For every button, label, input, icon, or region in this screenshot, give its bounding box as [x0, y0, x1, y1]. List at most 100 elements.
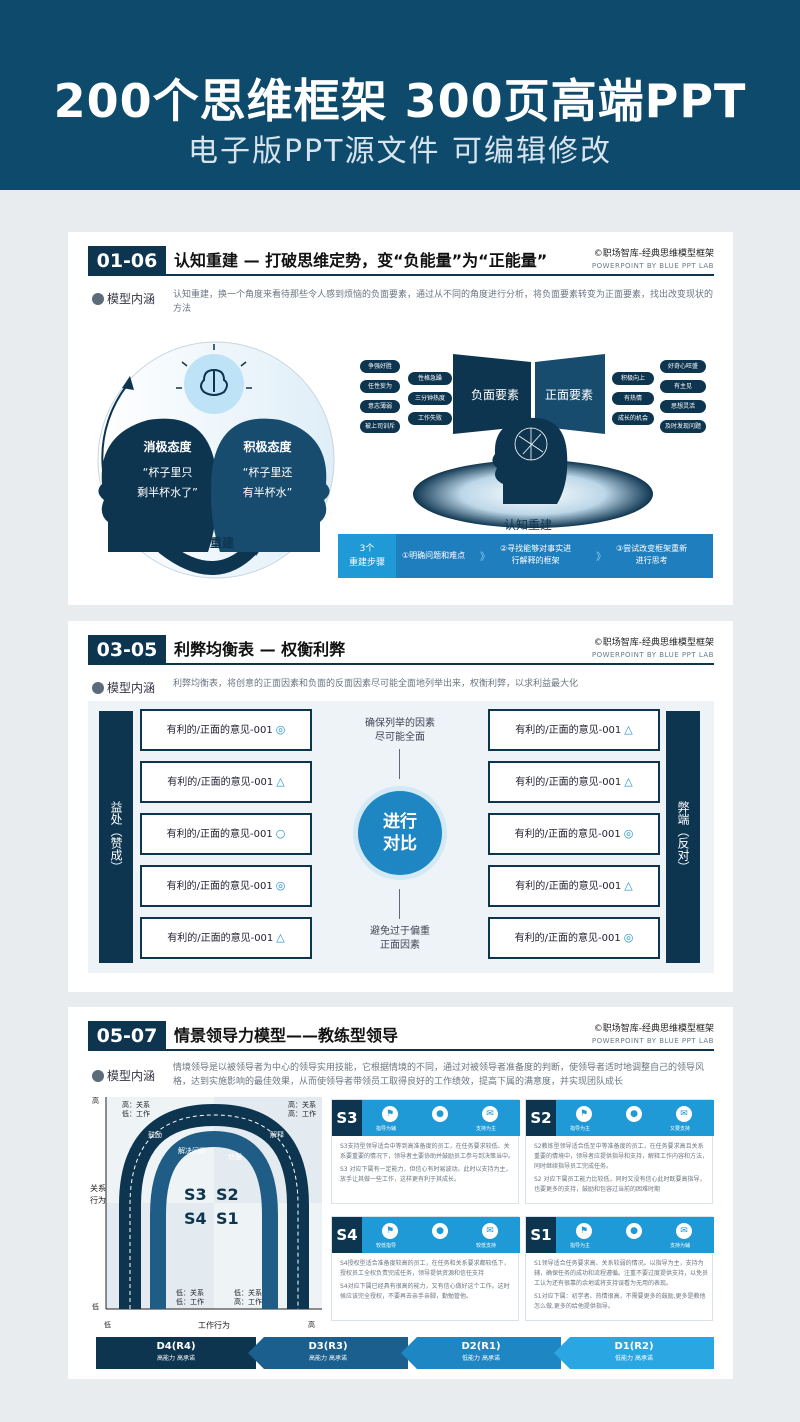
model-label: 模型内涵	[92, 679, 155, 696]
y-low: 低	[92, 1303, 99, 1311]
model-description: 认知重建，换一个角度来看待那些令人感到烦恼的负面要素，通过从不同的角度进行分析，…	[173, 290, 714, 314]
chat-icon: ✉	[676, 1223, 692, 1239]
top-note: 确保列举的因素尽可能全面	[365, 718, 435, 743]
positive-quote-1: “杯子里还	[242, 466, 293, 479]
y-high: 高	[92, 1097, 99, 1105]
card-title: 认知重建 — 打破思维定势，变“负能量”为“正能量”	[174, 251, 548, 270]
brain-icon	[200, 368, 228, 396]
pro-item: 有利的/正面的意见-001○	[140, 813, 312, 855]
reframe-diagram	[413, 354, 653, 528]
pos-pill-2: 有热情	[612, 392, 654, 405]
flag-icon: ⚑	[576, 1223, 592, 1239]
head-icon	[92, 293, 104, 305]
pos-pill-6: 思想灵活	[660, 400, 706, 413]
neg-pill-1: 争强好胜	[360, 360, 400, 373]
panel-s4: S4 ⚑ ● ✉ 较低指导 较低支持 S4授权型适合准备度较高的员工，在任务和关…	[331, 1216, 520, 1321]
cycle-arrow-bottom	[157, 537, 263, 575]
card-situational-leadership: 05-07 情景领导力模型——教练型领导 ©职场智库-经典思维模型框架 POWE…	[68, 1007, 733, 1379]
negative-head	[98, 418, 217, 552]
con-item: 有利的/正面的意见-001◎	[488, 813, 660, 855]
panel-s2: S2 ⚑ ● ✉ 指导为主 又要支持 S2教练型领导适合低至中等准备度的员工，在…	[525, 1099, 714, 1204]
curve-road-line	[129, 1114, 299, 1309]
stage-d2: D2(R1)低能力 高承诺	[401, 1337, 561, 1369]
positive-factor-label: 正面要素	[544, 388, 593, 402]
promo-banner: 200个思维框架 300页高端PPT 电子版PPT源文件 可编辑修改	[0, 0, 800, 190]
neg-pill-6: 三分钟热度	[408, 392, 452, 405]
flag-icon: ⚑	[382, 1223, 398, 1239]
brand-sub: POWERPOINT BY BLUE PPT LAB	[591, 1037, 714, 1045]
negative-quote-1: “杯子里只	[142, 466, 193, 479]
attitude-diagram	[97, 341, 335, 579]
pos-pill-7: 及时发现问题	[660, 420, 706, 433]
card-cognitive-rebuild: 01-06 认知重建 — 打破思维定势，变“负能量”为“正能量” ©职场智库-经…	[68, 232, 733, 605]
quad-s2: S2	[216, 1185, 239, 1204]
card-number: 03-05	[88, 635, 166, 665]
road-label-solve: 解决问题	[178, 1147, 206, 1155]
flag-icon: ⚑	[576, 1106, 592, 1122]
model-description: 利弊均衡表，将创意的正面因素和负面的反面因素尽可能全面地列举出来，权衡利弊，以求…	[173, 679, 579, 689]
quad-bl: 低：关系 低：工作	[176, 1289, 204, 1306]
model-label: 模型内涵	[92, 290, 155, 307]
head-label: 认知重建	[504, 518, 553, 532]
step-1: ①明确问题和难点	[402, 551, 466, 560]
bottom-note: 避免过于偏重正面因素	[370, 926, 430, 951]
stage-d3: D3(R3)高能力 高承诺	[248, 1337, 408, 1369]
pos-pill-3: 成长的机会	[612, 412, 654, 425]
positive-quote-2: 有半杯水”	[242, 486, 293, 499]
card-pros-cons: 03-05 利弊均衡表 — 权衡利弊 ©职场智库-经典思维模型框架 POWERP…	[68, 621, 733, 992]
banner-title: 200个思维框架 300页高端PPT	[53, 74, 747, 128]
card-header: 01-06 认知重建 — 打破思维定势，变“负能量”为“正能量” ©职场智库-经…	[88, 246, 714, 276]
positive-box	[535, 354, 605, 434]
model-label: 模型内涵	[92, 1067, 155, 1084]
stage-strip: D4(R4)高能力 高承诺 D3(R3)高能力 高承诺 D2(R1)低能力 高承…	[96, 1337, 714, 1369]
chat-icon: ✉	[482, 1223, 498, 1239]
person-icon: ●	[432, 1106, 448, 1122]
step-sep-1: 》	[480, 552, 490, 563]
road-label-encourage: 鼓励	[148, 1131, 162, 1139]
pos-pill-5: 有主见	[660, 380, 706, 393]
right-bar: 弊端（反对）	[666, 711, 700, 963]
model-description: 情境领导是以被领导者为中心的领导实用技能，它根据情境的不同，通过对被领导者准备度…	[173, 1063, 705, 1087]
con-item: 有利的/正面的意见-001△	[488, 865, 660, 907]
compare-circle: 进行对比	[353, 786, 447, 880]
neg-pill-5: 性格急躁	[408, 372, 452, 385]
pro-item: 有利的/正面的意见-001◎	[140, 709, 312, 751]
neg-pill-7: 工作失败	[408, 412, 452, 425]
card-header: 03-05 利弊均衡表 — 权衡利弊 ©职场智库-经典思维模型框架 POWERP…	[88, 635, 714, 665]
negative-factor-label: 负面要素	[470, 388, 519, 402]
card-header: 05-07 情景领导力模型——教练型领导 ©职场智库-经典思维模型框架 POWE…	[88, 1021, 714, 1051]
x-label: 工作行为	[198, 1321, 230, 1330]
road-label-explain: 解释	[270, 1131, 284, 1139]
panel-s1: S1 ⚑ ● ✉ 指导为主 支持为辅 S1领导适合任务要求高、关系较弱的情况。以…	[525, 1216, 714, 1321]
pos-pill-4: 好奇心旺盛	[660, 360, 706, 373]
idea-rays	[176, 344, 252, 389]
chat-icon: ✉	[676, 1106, 692, 1122]
quad-s4: S4	[184, 1209, 207, 1228]
x-low: 低	[104, 1321, 111, 1329]
brand-sub: POWERPOINT BY BLUE PPT LAB	[591, 262, 714, 270]
step-sep-2: 》	[596, 552, 606, 563]
brand-name: ©职场智库-经典思维模型框架	[593, 1024, 714, 1034]
left-bar: 益处（赞成）	[99, 711, 133, 963]
panel-s3: S3 ⚑ ● ✉ 指导为辅 支持为主 S3支持型领导适合中等到高准备度的员工，在…	[331, 1099, 520, 1204]
quad-s1: S1	[216, 1209, 239, 1228]
con-item: 有利的/正面的意见-001◎	[488, 917, 660, 959]
neg-pill-3: 意志薄弱	[360, 400, 400, 413]
stage-d1: D1(R2)低能力 高承诺	[554, 1337, 714, 1369]
quad-s3: S3	[184, 1185, 207, 1204]
y-label: 关系 行为	[90, 1184, 106, 1205]
bottom-connector	[399, 889, 400, 919]
pro-item: 有利的/正面的意见-001△	[140, 917, 312, 959]
road-label-persuade: 劝服	[228, 1153, 242, 1161]
head-icon	[92, 682, 104, 694]
chat-icon: ✉	[482, 1106, 498, 1122]
card-number: 01-06	[88, 246, 166, 276]
card-title: 利弊均衡表 — 权衡利弊	[174, 640, 346, 659]
quad-br: 低：关系 高：工作	[234, 1289, 262, 1306]
pro-item: 有利的/正面的意见-001△	[140, 761, 312, 803]
flag-icon: ⚑	[382, 1106, 398, 1122]
banner-subtitle: 电子版PPT源文件 可编辑修改	[187, 134, 613, 169]
person-icon: ●	[626, 1106, 642, 1122]
steps-badge: 3个重建步骤	[338, 534, 396, 578]
quad-tl: 高：关系 低：工作	[122, 1101, 150, 1118]
